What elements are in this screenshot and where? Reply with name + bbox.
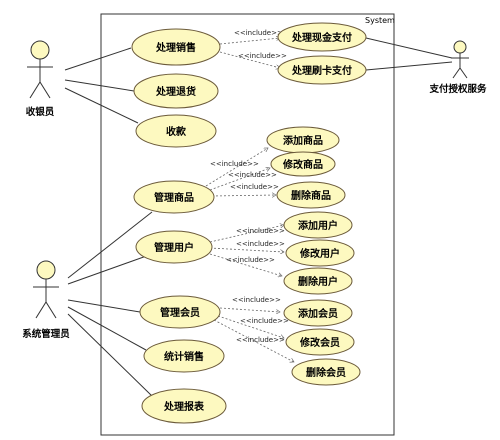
use-case-delete-product: 删除商品 (276, 181, 346, 209)
use-case-edit-product: 修改商品 (270, 151, 336, 177)
include-arrow-edit-user (209, 247, 284, 252)
use-case-process-sale: 处理销售 (131, 28, 221, 66)
include-arrow-add-user (209, 225, 284, 243)
include-label-card: <<include>> (238, 52, 287, 60)
include-label-delete-product: <<include>> (230, 183, 279, 191)
use-case-add-member: 添加会员 (283, 299, 353, 327)
assoc-cashier-process-sale (64, 47, 132, 71)
use-case-add-product: 添加商品 (266, 126, 340, 154)
system-boundary (100, 13, 395, 436)
svg-text:处理现金支付: 处理现金支付 (291, 31, 352, 44)
actor-cashier-icon (27, 40, 53, 99)
include-label-add-product: <<include>> (210, 160, 259, 168)
svg-text:修改用户: 修改用户 (299, 247, 340, 260)
include-label-edit-product: <<include>> (228, 171, 277, 179)
assoc-admin-process-reports (67, 313, 153, 397)
svg-text:管理用户: 管理用户 (154, 241, 194, 254)
use-case-process-return: 处理退货 (133, 73, 219, 109)
use-case-manage-members: 管理会员 (139, 295, 221, 329)
svg-text:删除商品: 删除商品 (291, 189, 331, 202)
include-label-edit-member: <<include>> (240, 317, 289, 325)
use-case-sales-stats: 统计销售 (143, 339, 225, 373)
use-case-cash-payment: 处理现金支付 (277, 22, 367, 52)
use-case-collect-payment: 收款 (135, 114, 217, 148)
include-arrow-delete-member (213, 319, 294, 362)
assoc-payment-cash (365, 37, 453, 59)
svg-text:添加用户: 添加用户 (298, 219, 338, 232)
include-label-cash: <<include>> (234, 29, 283, 37)
include-arrow-delete-user (209, 253, 282, 276)
include-label-edit-user: <<include>> (236, 240, 285, 248)
use-case-card-payment: 处理刷卡支付 (277, 55, 367, 85)
include-label-delete-member: <<include>> (236, 336, 285, 344)
actor-admin-icon (33, 260, 59, 319)
svg-text:修改商品: 修改商品 (282, 158, 323, 171)
include-arrow-add-member (219, 307, 280, 312)
svg-text:处理刷卡支付: 处理刷卡支付 (291, 64, 352, 77)
include-arrow-delete-product (211, 195, 276, 196)
svg-text:管理会员: 管理会员 (160, 306, 200, 319)
use-case-edit-member: 修改会员 (285, 328, 355, 356)
include-label-add-member: <<include>> (232, 296, 281, 304)
use-case-delete-user: 删除用户 (283, 267, 353, 295)
svg-text:处理退货: 处理退货 (155, 85, 196, 98)
system-label: System (365, 16, 395, 25)
use-case-edit-user: 修改用户 (285, 239, 355, 267)
assoc-cashier-collect-payment (64, 87, 139, 124)
include-arrow-edit-member (217, 315, 284, 338)
include-label-delete-user: <<include>> (226, 256, 275, 264)
include-label-add-user: <<include>> (236, 227, 285, 235)
svg-text:修改会员: 修改会员 (299, 336, 340, 349)
use-case-manage-products: 管理商品 (133, 180, 215, 214)
svg-text:处理报表: 处理报表 (163, 400, 205, 413)
svg-text:收款: 收款 (166, 125, 187, 138)
use-case-delete-member: 删除会员 (291, 358, 361, 386)
actor-payment-service-label: 支付授权服务 (428, 83, 487, 95)
include-arrow-cash (219, 38, 280, 45)
svg-text:删除会员: 删除会员 (306, 366, 346, 379)
svg-text:删除用户: 删除用户 (298, 275, 338, 288)
actor-payment-service-icon (451, 40, 469, 79)
assoc-admin-sales-stats (67, 306, 147, 351)
assoc-admin-manage-users (67, 253, 153, 285)
svg-text:处理销售: 处理销售 (155, 41, 196, 54)
include-arrow-add-product (205, 147, 268, 187)
svg-text:添加会员: 添加会员 (298, 307, 338, 320)
svg-text:添加商品: 添加商品 (283, 134, 323, 147)
use-case-manage-users: 管理用户 (135, 230, 213, 264)
assoc-payment-card (365, 61, 453, 71)
use-case-add-user: 添加用户 (283, 211, 353, 239)
actor-admin-label: 系统管理员 (22, 328, 70, 340)
assoc-cashier-process-return (64, 79, 135, 92)
svg-text:管理商品: 管理商品 (154, 191, 194, 204)
include-arrow-edit-product (209, 168, 270, 191)
assoc-admin-manage-products (67, 211, 153, 279)
use-case-process-reports: 处理报表 (141, 388, 227, 424)
actor-cashier-label: 收银员 (26, 106, 55, 118)
svg-text:统计销售: 统计销售 (164, 350, 204, 363)
assoc-admin-manage-members (67, 299, 141, 313)
